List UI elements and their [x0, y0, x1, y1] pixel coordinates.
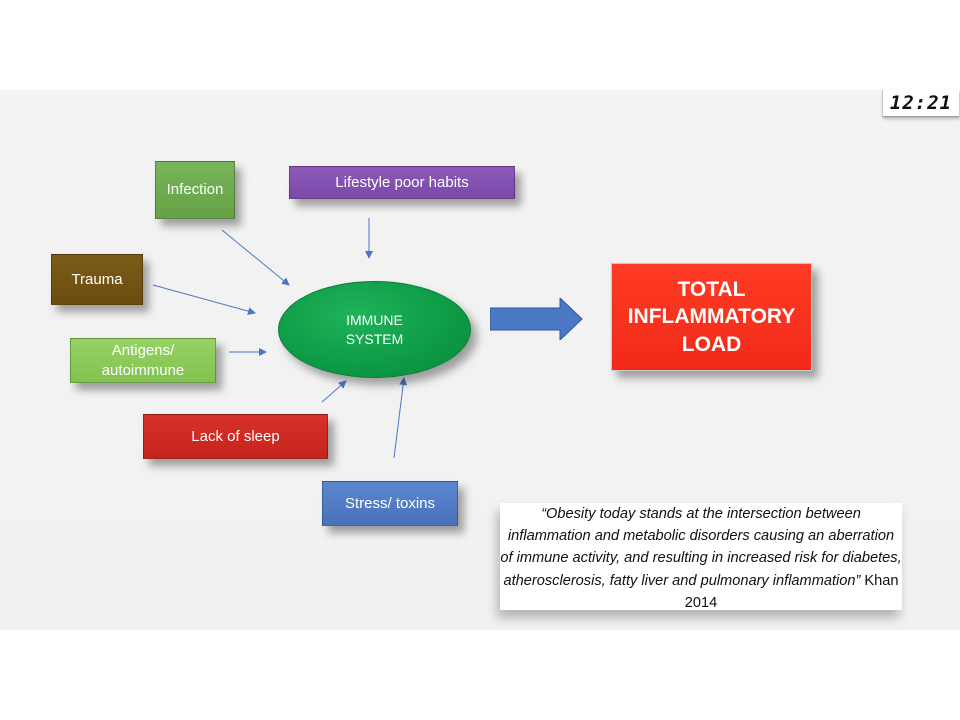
- block-arrow-right: [490, 298, 583, 340]
- quote-text: “Obesity today stands at the intersectio…: [500, 506, 902, 589]
- stress-toxins-box: Stress/ toxins: [322, 481, 458, 526]
- stress-toxins-label: Stress/ toxins: [344, 494, 436, 512]
- arrow-trauma: [152, 284, 256, 316]
- lack-of-sleep-box: Lack of sleep: [143, 414, 328, 459]
- antigens-label-line1: Antigens/: [111, 342, 175, 359]
- lifestyle-label: Lifestyle poor habits: [335, 173, 469, 191]
- arrow-sleep: [321, 380, 347, 403]
- total-inflammatory-load-box: TOTAL INFLAMMATORY LOAD: [611, 263, 812, 371]
- immune-system-line2: SYSTEM: [345, 330, 404, 347]
- immune-system-line1: IMMUNE: [346, 311, 403, 328]
- total-line3: LOAD: [681, 332, 742, 356]
- infection-label: Infection: [166, 181, 224, 199]
- lack-of-sleep-label: Lack of sleep: [191, 427, 280, 445]
- trauma-label: Trauma: [71, 270, 123, 288]
- arrow-infection: [221, 229, 290, 286]
- clock-display: 12:21: [882, 90, 959, 117]
- lifestyle-box: Lifestyle poor habits: [289, 166, 515, 199]
- quote-citation: Khan 2014: [684, 572, 899, 611]
- trauma-box: Trauma: [51, 254, 143, 305]
- antigens-label-line2: autoimmune: [101, 361, 185, 379]
- total-line2: INFLAMMATORY: [627, 305, 796, 329]
- immune-system-node: IMMUNE SYSTEM: [278, 281, 471, 378]
- total-line1: TOTAL: [677, 278, 746, 302]
- quote-box: “Obesity today stands at the intersectio…: [500, 503, 902, 611]
- arrow-stress: [393, 377, 408, 459]
- infection-box: Infection: [155, 161, 235, 219]
- antigens-box: Antigens/ autoimmune: [70, 338, 216, 383]
